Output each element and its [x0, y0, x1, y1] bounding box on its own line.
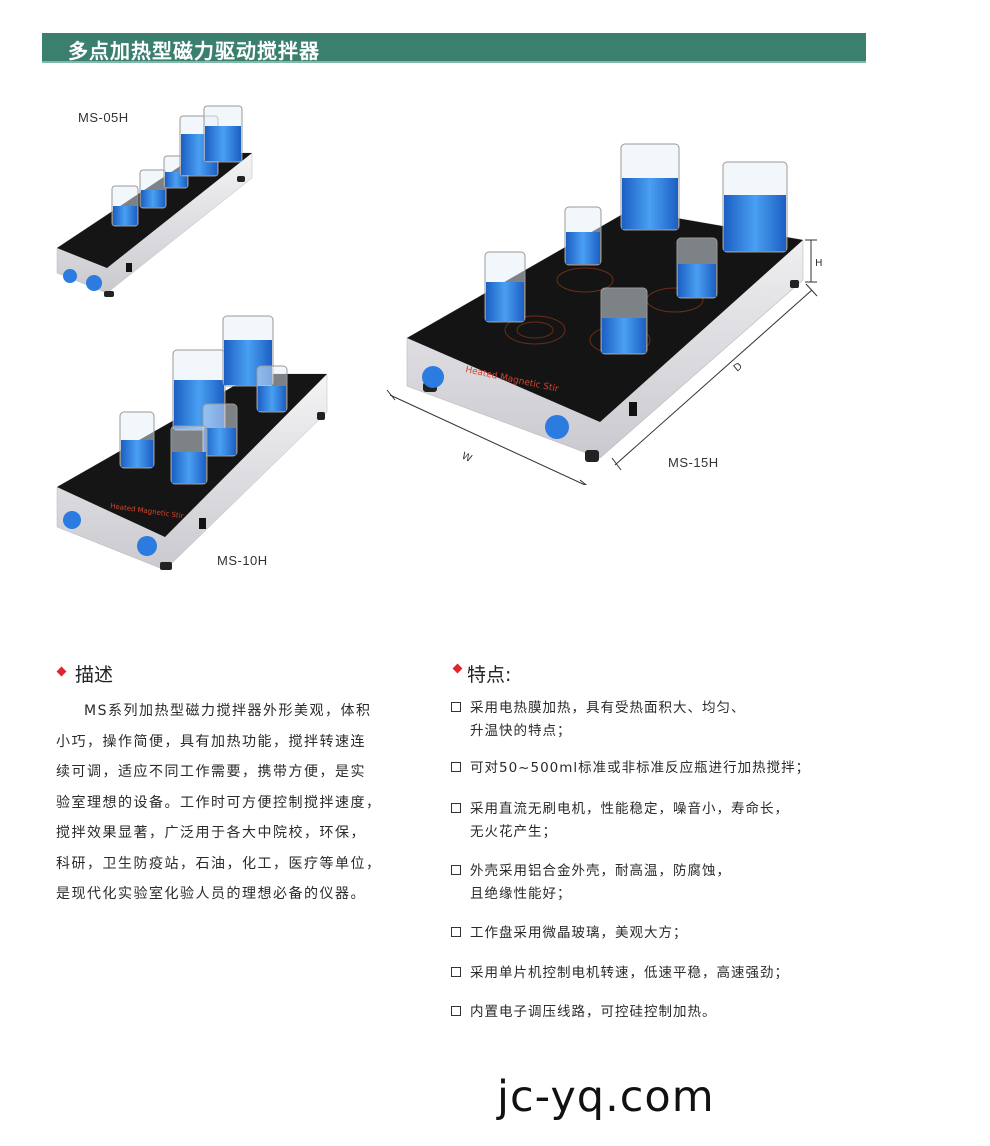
feature-text: 无火花产生；	[470, 824, 557, 840]
checkbox-icon	[451, 927, 461, 937]
beaker-icon	[203, 105, 243, 163]
knob-icon	[86, 275, 102, 291]
diamond-bullet-icon	[56, 666, 67, 677]
beaker-icon	[676, 237, 718, 299]
feature-text: 采用单片机控制电机转速，低速平稳，高速强劲；	[470, 965, 789, 981]
website-url[interactable]: jc-yq.com	[497, 1072, 715, 1122]
description-line: 搅拌效果显著，广泛用于各大中院校，环保，	[56, 825, 366, 841]
feature-item: 内置电子调压线路，可控硅控制加热。	[451, 1001, 717, 1024]
beaker-icon	[564, 206, 602, 266]
model-label-ms05h: MS-05H	[78, 110, 129, 125]
beaker-icon	[256, 365, 288, 413]
description-line: 科研，卫生防疫站，石油，化工，医疗等单位，	[56, 855, 382, 872]
feature-item: 采用单片机控制电机转速，低速平稳，高速强劲；	[451, 962, 789, 985]
feature-text: 可对50~500ml标准或非标准反应瓶进行加热搅拌；	[470, 760, 811, 776]
knob-icon	[63, 269, 77, 283]
dimension-label-height: H	[815, 258, 823, 269]
model-label-ms15h: MS-15H	[668, 455, 719, 470]
feature-text: 采用直流无刷电机，性能稳定，噪音小，寿命长，	[470, 801, 789, 817]
checkbox-icon	[451, 702, 461, 712]
knob-icon	[137, 536, 157, 556]
knob-icon	[63, 511, 81, 529]
description-line: MS系列加热型磁力搅拌器外形美观，体积	[84, 703, 372, 719]
beaker-icon	[722, 161, 788, 253]
features-heading: 特点:	[452, 660, 512, 687]
feature-text: 采用电热膜加热，具有受热面积大、均匀、	[470, 700, 746, 716]
beaker-icon	[484, 251, 526, 323]
checkbox-icon	[451, 762, 461, 772]
feature-text: 且绝缘性能好；	[470, 886, 572, 902]
description-line: 验室理想的设备。工作时可方便控制搅拌速度，	[56, 794, 382, 811]
ms10h-illustration: Heated Magnetic Stir	[56, 315, 328, 571]
ms05h-illustration	[56, 105, 253, 297]
model-label-ms10h: MS-10H	[217, 553, 268, 568]
beaker-icon	[170, 425, 208, 485]
feature-item: 采用电热膜加热，具有受热面积大、均匀、 升温快的特点；	[451, 697, 746, 743]
checkbox-icon	[451, 1006, 461, 1016]
description-line: 小巧，操作简便，具有加热功能，搅拌转速连	[56, 733, 366, 750]
ms15h-illustration: Heated Magnetic Stir W D H	[386, 143, 823, 485]
feature-item: 采用直流无刷电机，性能稳定，噪音小，寿命长， 无火花产生；	[451, 798, 789, 844]
section-title-bar: 多点加热型磁力驱动搅拌器	[42, 33, 866, 63]
description-line: 续可调，适应不同工作需要，携带方便，是实	[56, 764, 366, 780]
page-title: 多点加热型磁力驱动搅拌器	[68, 39, 320, 63]
checkbox-icon	[451, 803, 461, 813]
beaker-icon	[139, 169, 167, 209]
beaker-icon	[620, 143, 680, 231]
diamond-bullet-icon	[452, 663, 463, 674]
feature-text: 内置电子调压线路，可控硅控制加热。	[470, 1004, 717, 1020]
feature-item: 工作盘采用微晶玻璃，美观大方；	[451, 922, 688, 945]
knob-icon	[422, 366, 444, 388]
features-heading-text: 特点:	[467, 664, 512, 686]
knob-icon	[545, 415, 569, 439]
checkbox-icon	[451, 967, 461, 977]
feature-text: 工作盘采用微晶玻璃，美观大方；	[470, 925, 688, 941]
description-heading-text: 描述	[75, 664, 114, 686]
checkbox-icon	[451, 865, 461, 875]
beaker-icon	[119, 411, 155, 469]
feature-text: 升温快的特点；	[470, 723, 572, 739]
feature-item: 外壳采用铝合金外壳，耐高温，防腐蚀， 且绝缘性能好；	[451, 860, 731, 906]
description-line: 是现代化实验室化验人员的理想必备的仪器。	[56, 886, 366, 902]
feature-text: 外壳采用铝合金外壳，耐高温，防腐蚀，	[470, 863, 731, 879]
description-body: MS系列加热型磁力搅拌器外形美观，体积 小巧，操作简便，具有加热功能，搅拌转速连…	[56, 696, 401, 910]
feature-item: 可对50~500ml标准或非标准反应瓶进行加热搅拌；	[451, 757, 810, 780]
dimension-label-depth: D	[732, 361, 745, 375]
description-heading: 描述	[56, 660, 114, 687]
beaker-icon	[600, 287, 648, 355]
beaker-icon	[111, 185, 139, 227]
beaker-icon	[202, 403, 238, 457]
dimension-label-width: W	[460, 451, 474, 465]
